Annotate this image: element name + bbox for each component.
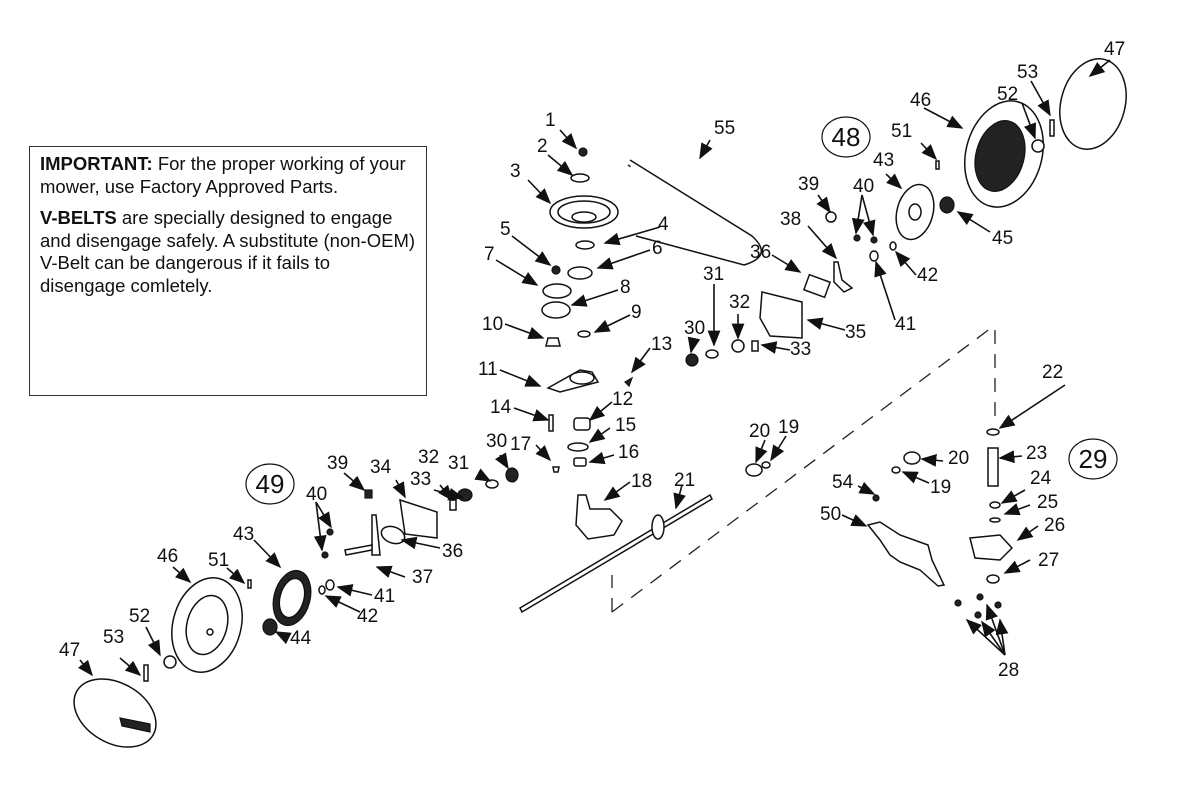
callout-23: 23 xyxy=(1026,443,1047,464)
callout-12: 12 xyxy=(612,389,633,410)
callout-53: 53 xyxy=(1017,62,1038,83)
callout-50: 50 xyxy=(820,504,841,525)
group-label-49: 49 xyxy=(256,469,285,499)
group-label-48: 48 xyxy=(832,122,861,152)
important-notice-box: IMPORTANT: For the proper working of you… xyxy=(29,146,427,396)
callout-47: 47 xyxy=(1104,39,1125,60)
callout-46: 46 xyxy=(910,90,931,111)
callout-21: 21 xyxy=(674,470,695,491)
callout-14: 14 xyxy=(490,397,512,418)
callout-53: 53 xyxy=(103,627,124,648)
callout-51: 51 xyxy=(891,121,912,142)
right-gearbox-parts xyxy=(685,58,1127,367)
callout-16: 16 xyxy=(618,442,639,463)
notice-vbelts-heading: V-BELTS xyxy=(40,207,117,228)
callout-31: 31 xyxy=(703,264,724,285)
v-belt-part xyxy=(627,159,762,266)
left-gearbox-parts xyxy=(73,467,519,748)
pulley-assembly xyxy=(541,147,634,540)
callout-24: 24 xyxy=(1030,468,1052,489)
assembly-dash-line xyxy=(611,324,996,613)
notice-paragraph-vbelts: V-BELTS are specially designed to engage… xyxy=(40,207,416,297)
callout-52: 52 xyxy=(129,606,150,627)
group-49-marker: 49 xyxy=(245,463,295,505)
callout-34: 34 xyxy=(370,457,392,478)
notice-parts-text: For the proper working of your mower, us… xyxy=(40,153,406,197)
callout-3: 3 xyxy=(510,161,521,182)
group-29-marker: 29 xyxy=(1068,438,1118,480)
callout-2: 2 xyxy=(537,136,548,157)
callout-11: 11 xyxy=(478,359,498,380)
callout-4: 4 xyxy=(658,214,669,235)
callout-27: 27 xyxy=(1038,550,1059,571)
callout-39: 39 xyxy=(327,453,348,474)
callout-19: 19 xyxy=(778,417,799,438)
callout-35: 35 xyxy=(845,322,866,343)
callout-43: 43 xyxy=(233,524,254,545)
leader-arrows xyxy=(78,59,1111,677)
group-label-29: 29 xyxy=(1079,444,1108,474)
callout-38: 38 xyxy=(780,209,801,230)
callout-19: 19 xyxy=(930,477,951,498)
callout-18: 18 xyxy=(631,471,652,492)
callout-33: 33 xyxy=(790,339,811,360)
notice-vbelts-text: are specially designed to engage and dis… xyxy=(40,207,416,296)
callout-15: 15 xyxy=(615,415,636,436)
notice-important-heading: IMPORTANT: xyxy=(40,153,153,174)
callout-39: 39 xyxy=(798,174,819,195)
callout-52: 52 xyxy=(997,84,1018,105)
callout-5: 5 xyxy=(500,219,511,240)
callout-51: 51 xyxy=(208,550,229,571)
callout-25: 25 xyxy=(1037,492,1058,513)
callout-6: 6 xyxy=(652,238,663,259)
callout-41: 41 xyxy=(895,314,916,335)
callout-30: 30 xyxy=(486,431,507,452)
callout-32: 32 xyxy=(729,292,750,313)
callout-20: 20 xyxy=(749,421,770,442)
callout-42: 42 xyxy=(357,606,378,627)
callout-22: 22 xyxy=(1042,362,1063,383)
callout-54: 54 xyxy=(832,472,854,493)
callout-32: 32 xyxy=(418,447,439,468)
callout-37: 37 xyxy=(412,567,433,588)
steering-parts xyxy=(745,428,1014,619)
callout-20: 20 xyxy=(948,448,969,469)
callout-36: 36 xyxy=(442,541,463,562)
callout-8: 8 xyxy=(620,277,631,298)
callout-43: 43 xyxy=(873,150,894,171)
callout-36: 36 xyxy=(750,242,771,263)
axle-part xyxy=(519,493,713,614)
callout-9: 9 xyxy=(631,302,642,323)
notice-paragraph-parts: IMPORTANT: For the proper working of you… xyxy=(40,153,416,198)
callout-44: 44 xyxy=(290,628,312,649)
callout-31: 31 xyxy=(448,453,469,474)
callout-55: 55 xyxy=(714,118,735,139)
callout-30: 30 xyxy=(684,318,705,339)
callout-1: 1 xyxy=(545,110,556,131)
callout-26: 26 xyxy=(1044,515,1065,536)
callout-41: 41 xyxy=(374,586,395,607)
callout-40: 40 xyxy=(853,176,874,197)
callout-10: 10 xyxy=(482,314,503,335)
callout-46: 46 xyxy=(157,546,178,567)
callout-42: 42 xyxy=(917,265,938,286)
callout-13: 13 xyxy=(651,334,672,355)
callout-45: 45 xyxy=(992,228,1013,249)
callout-28: 28 xyxy=(998,660,1019,681)
callout-17: 17 xyxy=(510,434,531,455)
callout-47: 47 xyxy=(59,640,80,661)
group-48-marker: 48 xyxy=(821,116,871,158)
callout-33: 33 xyxy=(410,469,431,490)
callout-40: 40 xyxy=(306,484,327,505)
callout-7: 7 xyxy=(484,244,495,265)
callout-labels: 1 2 3 4 5 6 7 8 9 10 11 12 13 14 15 16 1… xyxy=(59,39,1125,681)
